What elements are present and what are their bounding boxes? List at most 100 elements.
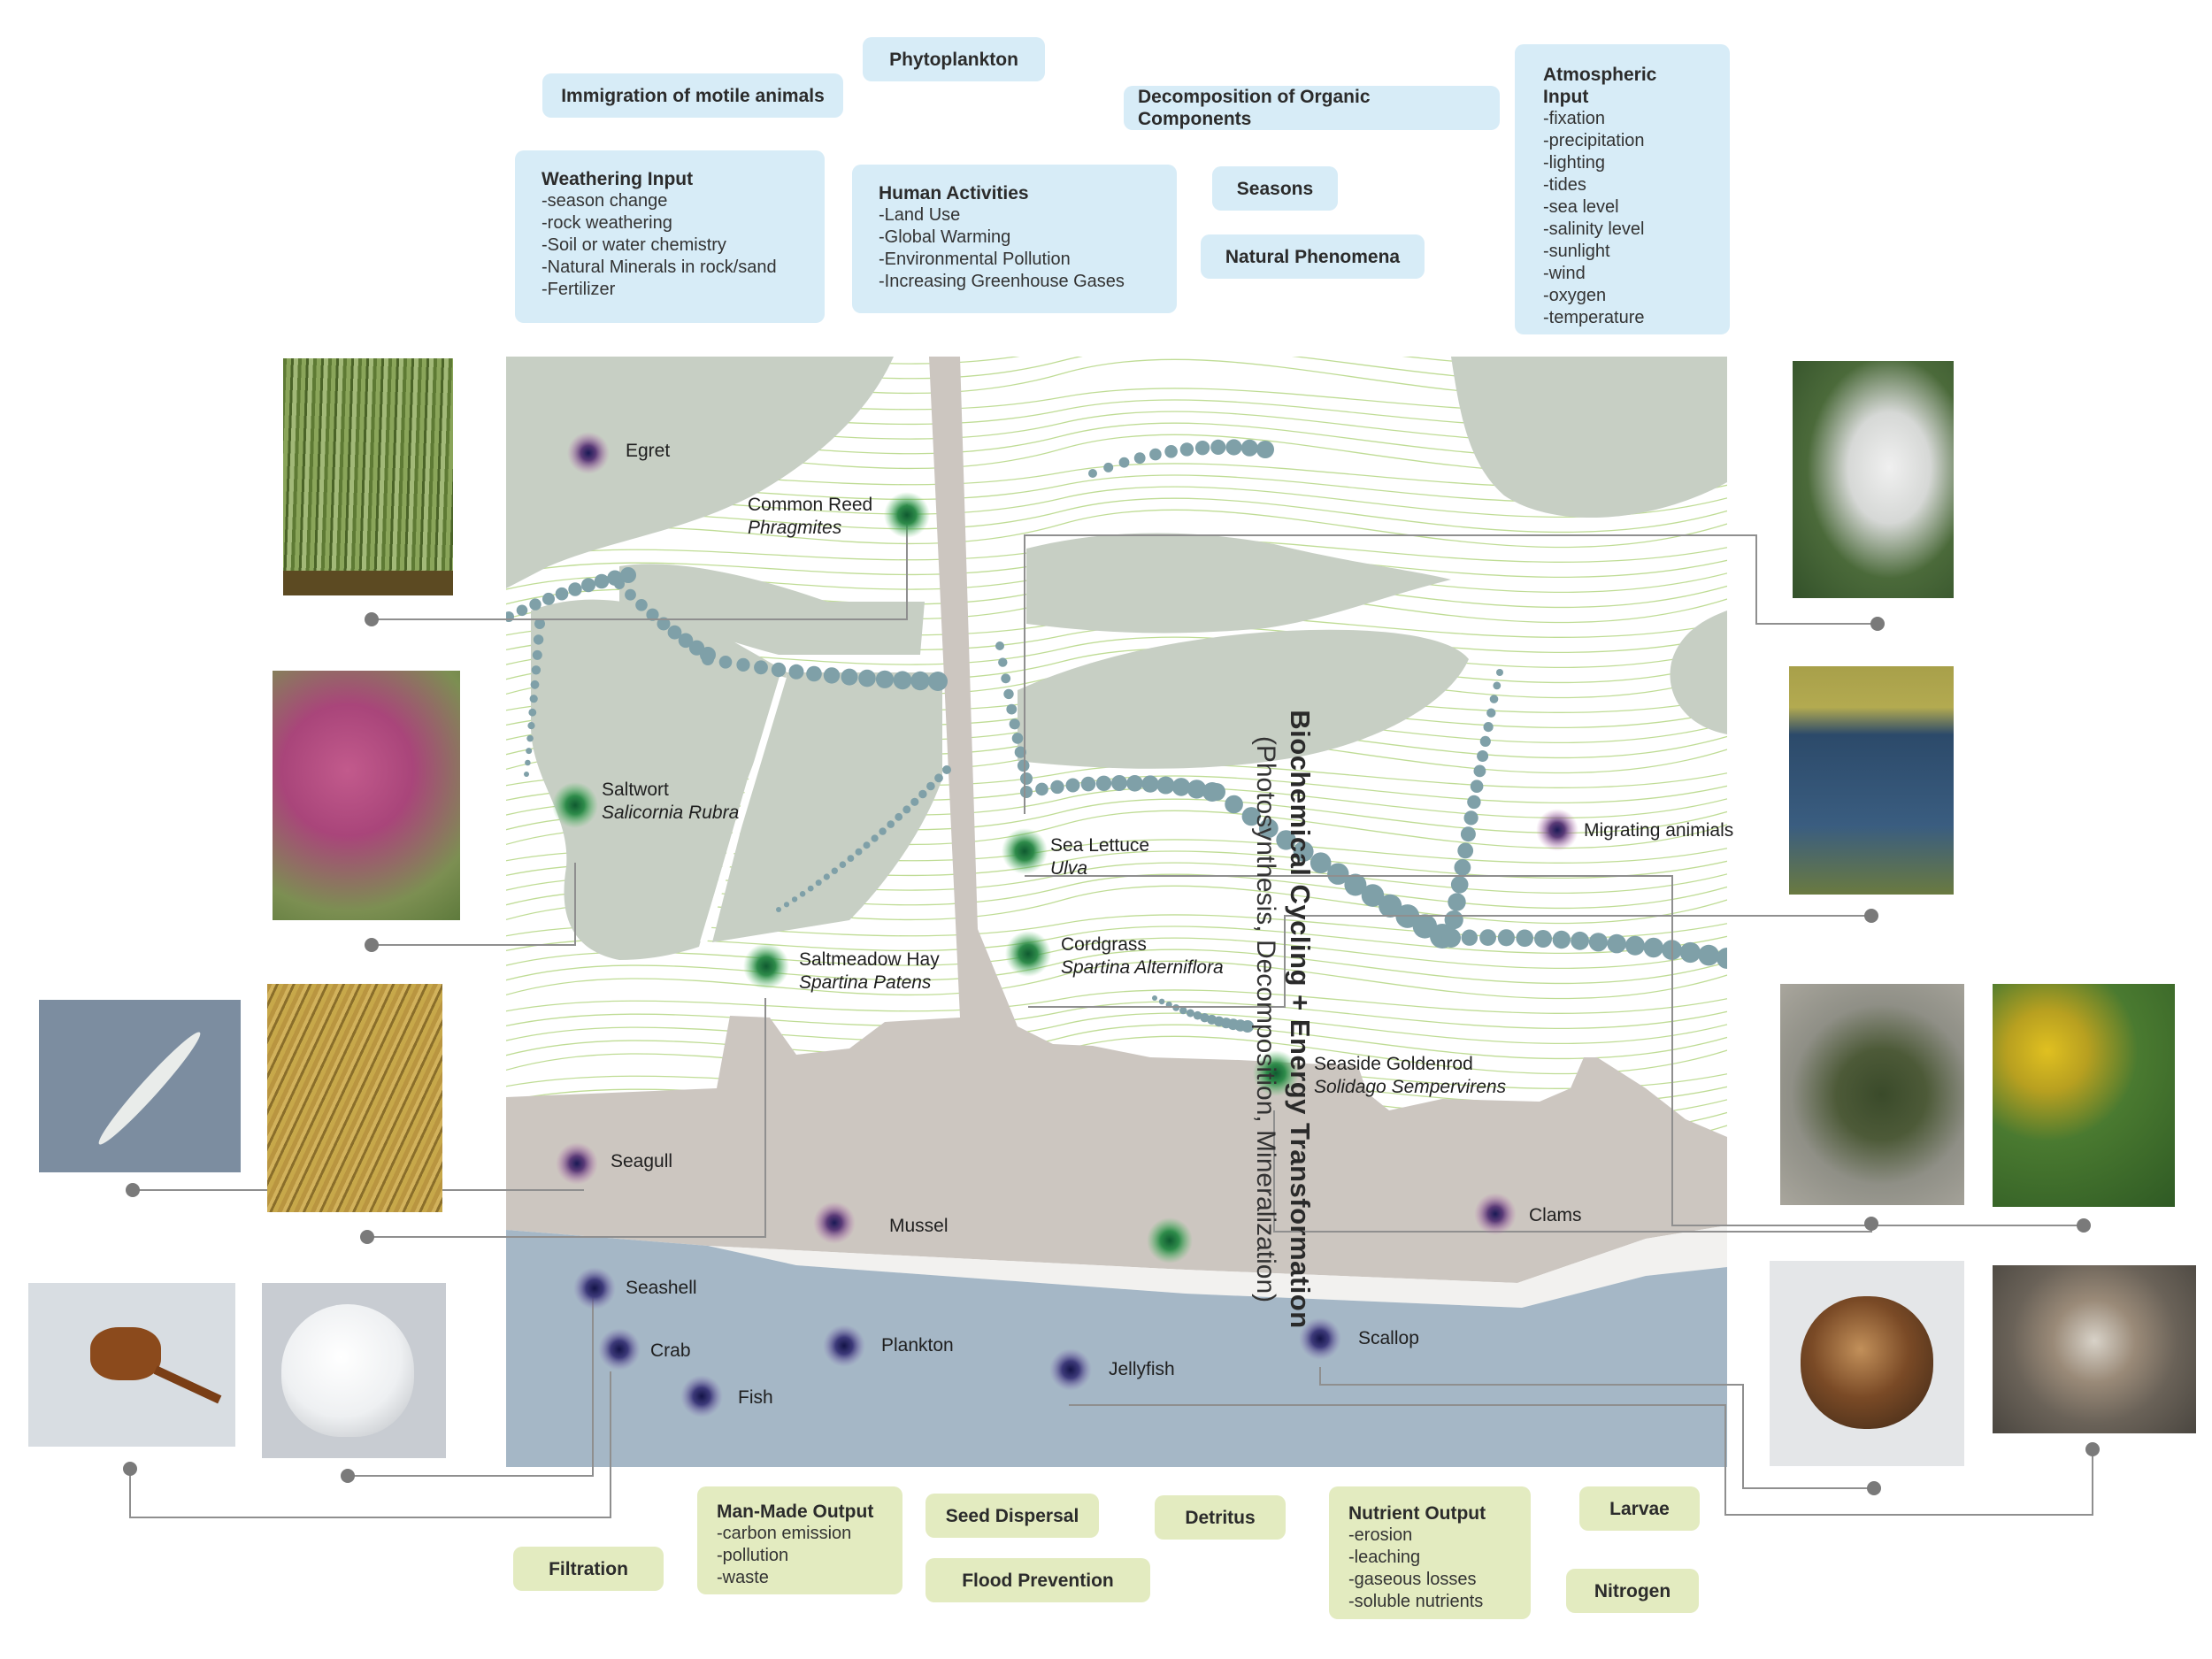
photo-seashell — [262, 1283, 446, 1458]
weathering-title: Weathering Input — [541, 169, 694, 189]
input-immigration: Immigration of motile animals — [542, 73, 843, 118]
flow-dot — [1171, 778, 1191, 796]
flow-dot — [887, 820, 895, 828]
human-item: -Land Use — [879, 205, 961, 225]
flow-dot — [839, 861, 847, 868]
flow-dot — [1020, 772, 1033, 785]
flow-dot — [1035, 782, 1048, 796]
flow-dot — [1496, 669, 1503, 676]
label-clams: Clams — [1529, 1205, 1582, 1225]
flow-dot — [1017, 759, 1030, 772]
photo-ulva-sand — [1780, 984, 1964, 1205]
output-nutrient: Nutrient Output -erosion -leaching -gase… — [1329, 1486, 1531, 1619]
input-natural-phenomena: Natural Phenomena — [1201, 234, 1425, 279]
flow-dot — [526, 748, 533, 755]
flow-dot — [1460, 826, 1476, 842]
photo-feather — [39, 1000, 241, 1172]
flow-dot — [506, 611, 514, 622]
grass-line — [506, 1001, 1727, 1029]
saltmeadow-hay-latin: Spartina Patens — [799, 972, 932, 993]
flow-dot — [1179, 442, 1194, 457]
label-migrating-animals: Migrating animials — [1584, 820, 1734, 841]
human-list: -Land Use -Global Warming -Environmental… — [879, 204, 1150, 293]
flow-dot — [902, 805, 911, 814]
cordgrass-marker — [1005, 931, 1051, 977]
flow-dot — [532, 649, 542, 660]
flow-dot — [1467, 795, 1481, 810]
flow-dot — [1258, 818, 1279, 839]
flow-dot — [1489, 695, 1499, 703]
diagram-title: Biochemical Cycling + Energy Transformat… — [1250, 621, 1316, 1417]
human-item: -Increasing Greenhouse Gases — [879, 272, 1125, 291]
flow-dot — [625, 588, 636, 601]
flow-dot — [525, 759, 531, 766]
flow-dot — [1479, 735, 1491, 748]
flow-dot — [1441, 928, 1461, 948]
label-crab: Crab — [650, 1340, 691, 1361]
species-markers — [552, 432, 1578, 1417]
atmospheric-item: -sea level — [1543, 197, 1619, 217]
flow-dot — [1473, 764, 1486, 778]
flow-dot — [555, 587, 569, 601]
map-area — [506, 357, 1727, 1467]
input-decomposition: Decomposition of Organic Components — [1124, 86, 1500, 130]
flow-dot — [1111, 775, 1127, 791]
grass-line — [506, 960, 1727, 1000]
jellyfish-marker — [1049, 1348, 1092, 1391]
man-made-list: -carbon emission -pollution -waste — [717, 1523, 883, 1589]
flow-dot — [531, 665, 541, 675]
flow-dot — [1516, 929, 1533, 948]
man-made-item: -waste — [717, 1568, 769, 1587]
label-common-reed: Common Reed Phragmites — [748, 494, 872, 540]
flow-dot — [529, 695, 538, 703]
seaside-goldenrod-marker — [1253, 1050, 1299, 1096]
channels — [700, 675, 787, 944]
scallop-marker — [1299, 1317, 1341, 1360]
photo-mussel — [1770, 1261, 1964, 1466]
flow-dot — [1483, 722, 1494, 733]
flow-dot — [823, 667, 841, 684]
man-made-item: -pollution — [717, 1546, 789, 1565]
flow-dot — [1679, 941, 1701, 964]
input-seasons: Seasons — [1212, 166, 1338, 211]
flow-dot — [1179, 1006, 1187, 1015]
flow-dot — [783, 902, 790, 908]
flow-dot — [527, 722, 535, 730]
flow-dot — [1050, 780, 1064, 795]
photo-cordgrass-water — [1789, 666, 1954, 895]
man-made-item: -carbon emission — [717, 1524, 852, 1543]
seaside-goldenrod-common: Seaside Goldenrod — [1314, 1054, 1473, 1074]
nutrient-title: Nutrient Output — [1348, 1503, 1486, 1524]
migrating-animals-marker — [1536, 809, 1578, 851]
input-phytoplankton: Phytoplankton — [863, 37, 1045, 81]
flow-dot — [1210, 439, 1226, 455]
seaside-goldenrod-latin: Solidago Sempervirens — [1314, 1077, 1507, 1097]
saltmeadow-hay-marker — [743, 943, 789, 989]
flow-dot — [678, 633, 694, 649]
atmospheric-title: Atmospheric Input — [1543, 65, 1657, 107]
flow-dot — [1479, 929, 1496, 946]
label-scallop: Scallop — [1358, 1328, 1419, 1348]
atmospheric-item: -salinity level — [1543, 219, 1645, 239]
atmospheric-item: -lighting — [1543, 153, 1606, 173]
flow-dot — [1164, 445, 1178, 458]
flow-dot — [995, 641, 1004, 650]
flow-dot — [1607, 933, 1626, 954]
flow-dot — [594, 573, 610, 589]
sea-lettuce-marker — [1002, 828, 1048, 874]
flow-dot — [910, 671, 930, 691]
flow-dot — [926, 781, 935, 791]
saltwort-common: Saltwort — [602, 780, 669, 800]
seashell-marker — [573, 1267, 616, 1310]
nutrient-item: -erosion — [1348, 1525, 1413, 1545]
flow-dot — [1457, 842, 1474, 859]
weathering-list: -season change -rock weathering -Soil or… — [541, 190, 798, 301]
flow-dot — [1444, 910, 1463, 930]
flow-dot — [1448, 893, 1466, 911]
flow-dot — [858, 669, 876, 687]
shoreline — [708, 1225, 1727, 1308]
atmospheric-item: -temperature — [1543, 308, 1645, 327]
flow-dot — [806, 665, 822, 682]
flow-dot — [823, 873, 830, 880]
flow-dot — [1293, 841, 1314, 862]
